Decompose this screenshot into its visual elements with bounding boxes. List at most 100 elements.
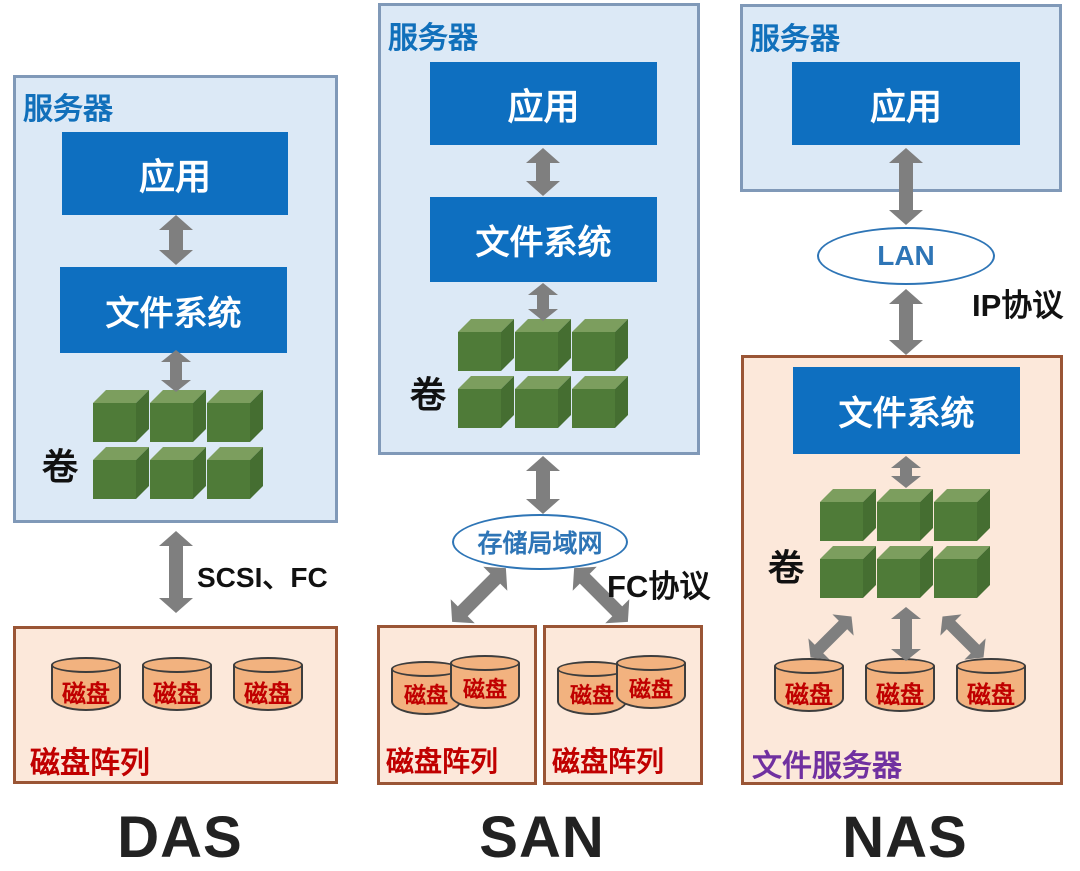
arrow-shaft bbox=[170, 360, 182, 382]
nas-filesystem-label: 文件系统 bbox=[838, 395, 975, 433]
san-volume-cubes bbox=[458, 319, 628, 428]
san-disk-array-label-2: 磁盘阵列 bbox=[552, 746, 665, 777]
volume-cube bbox=[207, 447, 263, 499]
double-arrow-icon bbox=[440, 556, 518, 634]
san-volume-label: 卷 bbox=[410, 374, 447, 415]
arrow-shaft bbox=[900, 617, 912, 651]
cube-front-face bbox=[458, 389, 501, 428]
nas-app-label: 应用 bbox=[869, 85, 942, 127]
arrow-head-down bbox=[889, 210, 923, 225]
disk-cylinder: 磁盘 bbox=[956, 658, 1026, 712]
disk-cylinder: 磁盘 bbox=[557, 661, 627, 715]
volume-cube bbox=[877, 546, 933, 598]
volume-cube bbox=[93, 447, 149, 499]
nas-app-box: 应用 bbox=[792, 62, 1020, 145]
nas-volume-label: 卷 bbox=[768, 547, 805, 588]
san-filesystem-box: 文件系统 bbox=[430, 197, 657, 282]
cube-front-face bbox=[934, 559, 977, 598]
volume-cube bbox=[934, 489, 990, 541]
double-arrow-icon bbox=[889, 289, 923, 355]
san-app-box: 应用 bbox=[430, 62, 657, 145]
volume-cube bbox=[515, 376, 571, 428]
das-app-label: 应用 bbox=[138, 155, 211, 197]
nas-protocol-label: IP协议 bbox=[972, 288, 1064, 323]
das-app-box: 应用 bbox=[62, 132, 288, 215]
disk-top bbox=[616, 655, 686, 671]
disk-label: 磁盘 bbox=[244, 681, 292, 708]
arrow-head-up bbox=[889, 289, 923, 304]
cube-front-face bbox=[207, 403, 250, 442]
cube-front-face bbox=[820, 502, 863, 541]
cube-front-face bbox=[458, 332, 501, 371]
arrow-head-up bbox=[891, 607, 921, 619]
das-server-label: 服务器 bbox=[23, 93, 113, 126]
san-network-label: 存储局域网 bbox=[477, 530, 603, 558]
volume-cube bbox=[207, 390, 263, 442]
nas-network-label: LAN bbox=[877, 240, 935, 271]
disk-top bbox=[956, 658, 1026, 674]
das-filesystem-box: 文件系统 bbox=[60, 267, 287, 353]
double-arrow-icon bbox=[526, 456, 560, 514]
arrow-head-down bbox=[891, 649, 921, 661]
disk-cylinder: 磁盘 bbox=[233, 657, 303, 711]
cube-front-face bbox=[93, 460, 136, 499]
disk-label: 磁盘 bbox=[462, 677, 507, 702]
das-volume-cubes bbox=[93, 390, 263, 499]
san-network-ellipse: 存储局域网 bbox=[452, 514, 628, 570]
disk-label: 磁盘 bbox=[62, 681, 110, 708]
das-volume-label: 卷 bbox=[42, 446, 79, 487]
volume-cube bbox=[515, 319, 571, 371]
arrow-head-up bbox=[161, 350, 191, 362]
volume-cube bbox=[93, 390, 149, 442]
double-arrow-icon bbox=[526, 283, 560, 321]
disk-cylinder: 磁盘 bbox=[391, 661, 461, 715]
san-filesystem-label: 文件系统 bbox=[475, 224, 612, 262]
arrow-head-down bbox=[159, 598, 193, 613]
disk-cylinder: 磁盘 bbox=[865, 658, 935, 712]
volume-cube bbox=[150, 390, 206, 442]
double-arrow-icon bbox=[889, 456, 923, 488]
cube-front-face bbox=[515, 389, 558, 428]
double-arrow-icon bbox=[889, 607, 923, 661]
nas-file-server-label: 文件服务器 bbox=[752, 750, 902, 783]
arrow-shaft bbox=[900, 466, 912, 478]
volume-cube bbox=[820, 546, 876, 598]
arrow-head-up bbox=[159, 531, 193, 546]
double-arrow-icon bbox=[159, 215, 193, 265]
san-server-label: 服务器 bbox=[388, 22, 478, 55]
arrow-shaft bbox=[899, 302, 913, 342]
arrow-head-down bbox=[161, 380, 191, 392]
cube-front-face bbox=[934, 502, 977, 541]
cube-front-face bbox=[150, 460, 193, 499]
disk-cylinder: 磁盘 bbox=[51, 657, 121, 711]
das-disk-array-label: 磁盘阵列 bbox=[30, 747, 150, 780]
arrow-head-up bbox=[526, 148, 560, 163]
volume-cube bbox=[150, 447, 206, 499]
disk-cylinder: 磁盘 bbox=[616, 655, 686, 709]
disk-top bbox=[450, 655, 520, 671]
arrow-head-up bbox=[891, 456, 921, 468]
cube-front-face bbox=[572, 389, 615, 428]
arrow-head-up bbox=[528, 283, 558, 295]
volume-cube bbox=[934, 546, 990, 598]
arrow-shaft bbox=[536, 469, 550, 501]
volume-cube bbox=[572, 319, 628, 371]
arrow-head-down bbox=[889, 340, 923, 355]
arrow-shaft bbox=[536, 161, 550, 183]
disk-label: 磁盘 bbox=[569, 683, 614, 708]
double-arrow-icon bbox=[159, 531, 193, 613]
disk-label: 磁盘 bbox=[785, 682, 833, 709]
arrow-head-down bbox=[891, 476, 921, 488]
arrow-head-down bbox=[526, 499, 560, 514]
cube-front-face bbox=[877, 559, 920, 598]
cube-front-face bbox=[93, 403, 136, 442]
disk-cylinder: 磁盘 bbox=[142, 657, 212, 711]
arrow-head-up bbox=[526, 456, 560, 471]
disk-label: 磁盘 bbox=[876, 682, 924, 709]
disk-top bbox=[51, 657, 121, 673]
cube-front-face bbox=[207, 460, 250, 499]
arrow-head-down bbox=[526, 181, 560, 196]
disk-top bbox=[142, 657, 212, 673]
cube-front-face bbox=[572, 332, 615, 371]
